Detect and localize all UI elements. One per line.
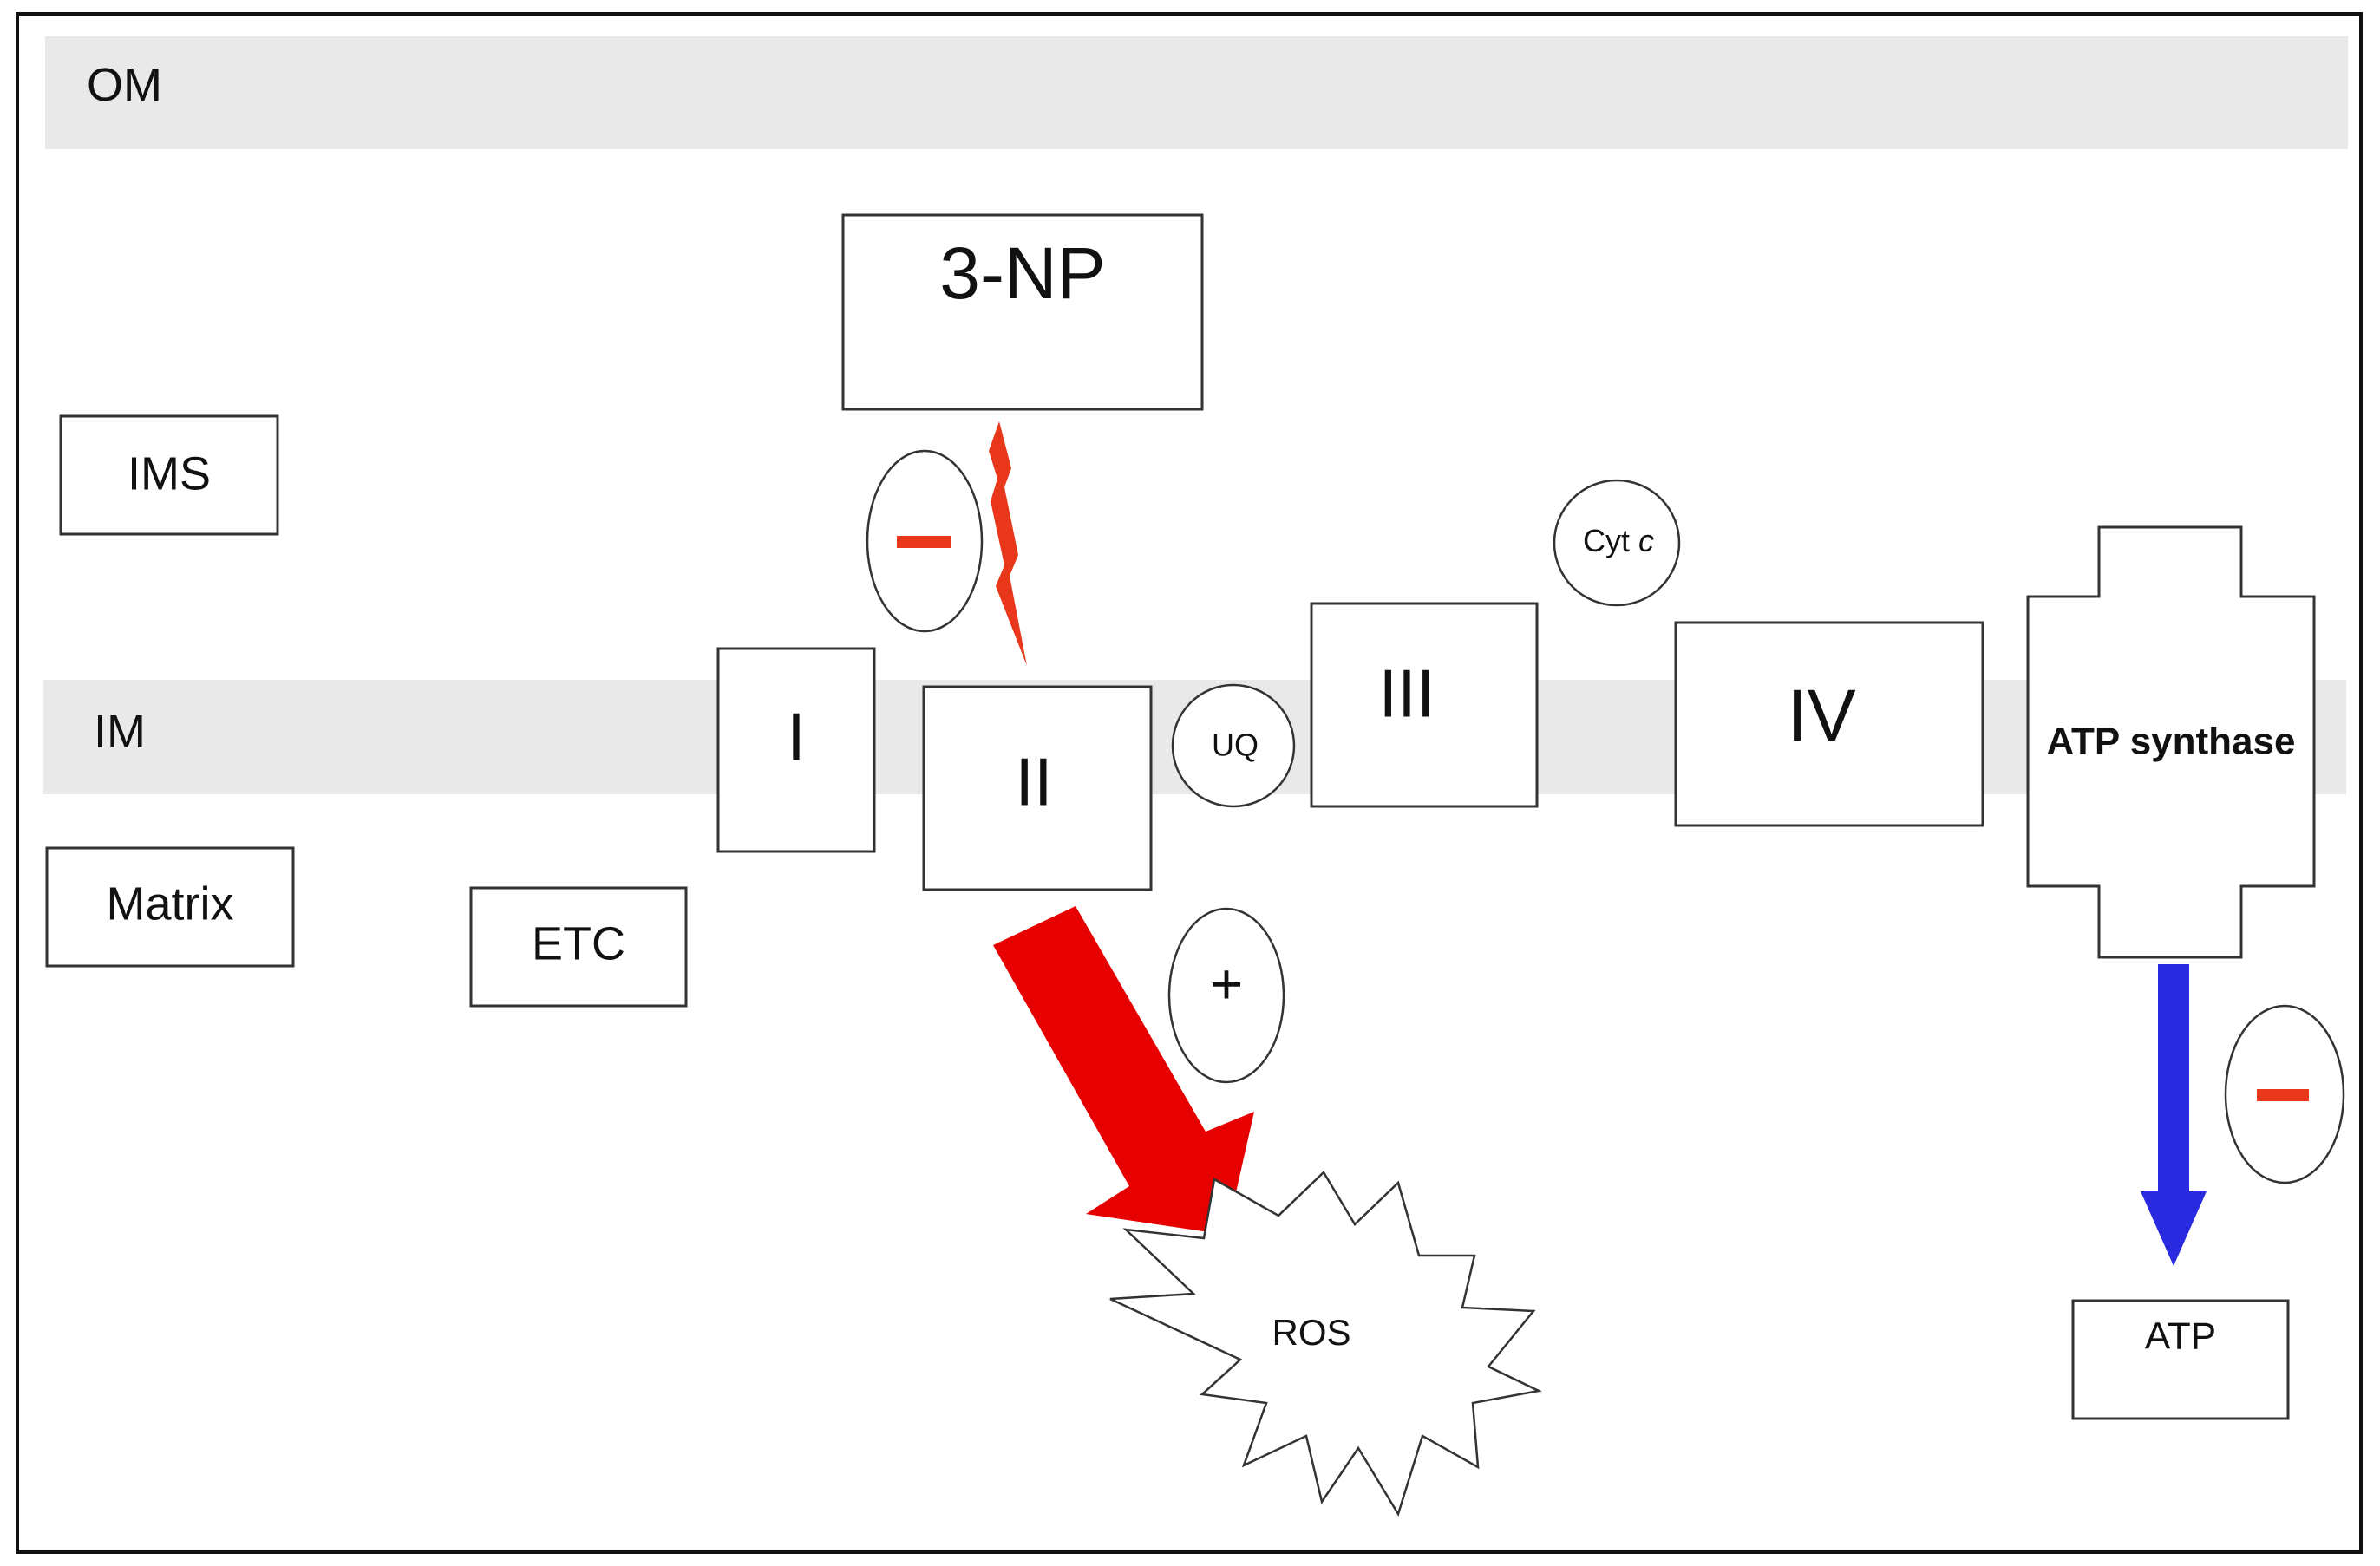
inhibitor-3np-box (841, 213, 1204, 411)
ims-label: IMS (128, 447, 211, 499)
ubiquinone-circle (1171, 683, 1296, 808)
plus-icon-ros: + (1210, 951, 1244, 1015)
cytochrome-c-circle (1553, 479, 1681, 607)
outer-membrane-label: OM (87, 59, 162, 111)
complex-iv-label: IV (1787, 675, 1855, 756)
complex-iii-label: III (1378, 656, 1435, 732)
ros-label: ROS (1272, 1312, 1350, 1353)
atp-synthase-shape (2026, 525, 2316, 959)
outer-membrane-band (45, 36, 2348, 149)
ros-arrow-icon (993, 906, 1254, 1235)
atp-product-box (2071, 1299, 2290, 1420)
atp-product-label: ATP (2145, 1315, 2216, 1358)
matrix-label-box (45, 846, 295, 968)
ims-label-box (59, 414, 279, 536)
cytochrome-suffix: c (1638, 523, 1654, 558)
complex-iv-box (1674, 621, 1984, 827)
cytochrome-c-label: Cyt c (1583, 523, 1654, 558)
ros-starburst-icon (1109, 1171, 1542, 1517)
stimulation-sign-ros (1167, 907, 1285, 1084)
minus-icon-3np (897, 536, 951, 548)
complex-ii-label: II (1015, 744, 1052, 820)
cytochrome-prefix: Cyt (1583, 523, 1638, 558)
etc-label: ETC (532, 917, 625, 969)
etc-label-box (469, 886, 688, 1008)
inner-membrane-label: IM (94, 706, 146, 758)
ubiquinone-label: UQ (1212, 728, 1259, 763)
complex-i-box (716, 647, 876, 853)
complex-iii-box (1310, 602, 1539, 808)
atp-arrow-icon (2141, 964, 2207, 1266)
complex-ii-box (922, 685, 1153, 891)
atp-synthase-label: ATP synthase (2047, 721, 2296, 763)
matrix-label: Matrix (107, 878, 234, 930)
minus-icon-atp (2257, 1089, 2309, 1101)
inhibition-lightning-icon (989, 421, 1027, 666)
complex-i-label: I (787, 699, 806, 775)
inhibitor-3np-label: 3-NP (939, 232, 1105, 314)
